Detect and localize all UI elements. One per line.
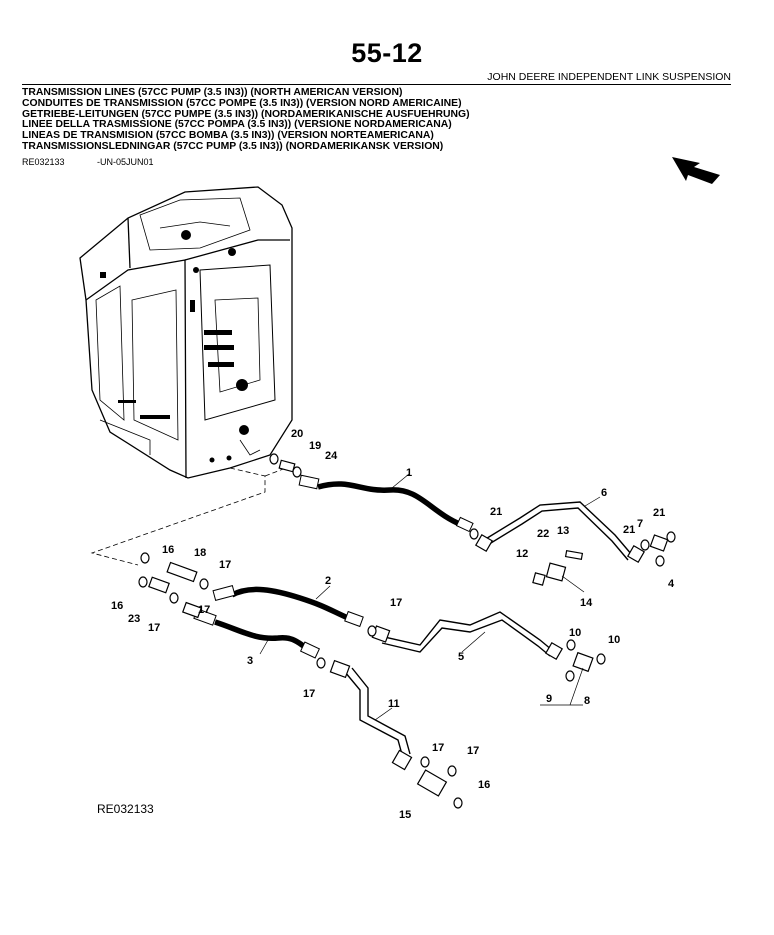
callout-10b: 10: [608, 634, 620, 646]
callout-21c: 21: [653, 507, 665, 519]
title-english: TRANSMISSION LINES (57CC PUMP (3.5 IN3))…: [22, 87, 403, 98]
title-german: GETRIEBE-LEITUNGEN (57CC PUMPE (3.5 IN3)…: [22, 108, 470, 120]
callout-15: 15: [399, 809, 411, 821]
callout-21b: 21: [623, 524, 635, 536]
callout-17e: 17: [432, 742, 444, 754]
callout-17c: 17: [390, 597, 402, 609]
callout-7: 7: [637, 518, 643, 530]
date-code: -UN-05JUN01: [97, 157, 154, 167]
title-italian: LINEE DELLA TRASMISSIONE (57CC POMPA (3.…: [22, 119, 452, 131]
callout-17a: 17: [219, 559, 231, 571]
multilingual-titles: TRANSMISSION LINES (57CC PUMP (3.5 IN3))…: [22, 87, 470, 153]
callout-4: 4: [668, 578, 675, 590]
callout-14: 14: [580, 597, 593, 609]
callout-2: 2: [325, 575, 331, 587]
housing-detail-marks: [100, 230, 249, 463]
section-title: JOHN DEERE INDEPENDENT LINK SUSPENSION: [487, 71, 731, 83]
callout-19: 19: [309, 440, 321, 452]
tube-5: [379, 611, 553, 657]
tube-11: [344, 667, 411, 759]
title-french: CONDUITES DE TRANSMISSION (57CC POMPE (3…: [22, 97, 462, 109]
callout-1: 1: [406, 467, 412, 479]
callout-16a: 16: [162, 544, 174, 556]
fittings: [148, 459, 669, 797]
callout-16b: 16: [111, 600, 123, 612]
callout-9: 9: [546, 693, 552, 705]
callout-3: 3: [247, 655, 253, 667]
callout-numbers: 1 2 3 4 5 6 7 8 9 10 10 11 12 13 14 15 1…: [111, 428, 675, 821]
callout-17d: 17: [303, 688, 315, 700]
callout-18: 18: [194, 547, 206, 559]
title-swedish: TRANSMISSIONSLEDNINGAR (57CC PUMP (3.5 I…: [22, 140, 444, 152]
callout-13: 13: [557, 525, 569, 537]
callout-23: 23: [128, 613, 140, 625]
header-rule: [22, 84, 731, 85]
callout-17g: 17: [198, 604, 210, 616]
hose-1: [298, 474, 474, 533]
page-number: 55-12: [351, 38, 423, 68]
callout-6: 6: [601, 487, 607, 499]
figure-code: RE032133: [97, 802, 154, 816]
hose-3: [193, 608, 321, 659]
direction-arrow-icon: [672, 157, 720, 184]
callout-leaders: [259, 473, 601, 721]
tube-6: [483, 501, 633, 561]
reference-code: RE032133: [22, 157, 65, 167]
callout-8: 8: [584, 695, 590, 707]
callout-17b: 17: [148, 622, 160, 634]
callout-16c: 16: [478, 779, 490, 791]
callout-5: 5: [458, 651, 464, 663]
leader-lines: [90, 467, 287, 566]
hose-2: [212, 584, 364, 628]
title-spanish: LINEAS DE TRANSMISION (57CC BOMBA (3.5 I…: [22, 130, 434, 142]
callout-21a: 21: [490, 506, 502, 518]
callout-10a: 10: [569, 627, 581, 639]
callout-17f: 17: [467, 745, 479, 757]
callout-22: 22: [537, 528, 549, 540]
callout-24: 24: [325, 450, 338, 462]
o-rings: [138, 453, 676, 809]
transmission-housing: [79, 186, 293, 479]
callout-11: 11: [388, 698, 400, 710]
callout-12: 12: [516, 548, 528, 560]
callout-20: 20: [291, 428, 303, 440]
